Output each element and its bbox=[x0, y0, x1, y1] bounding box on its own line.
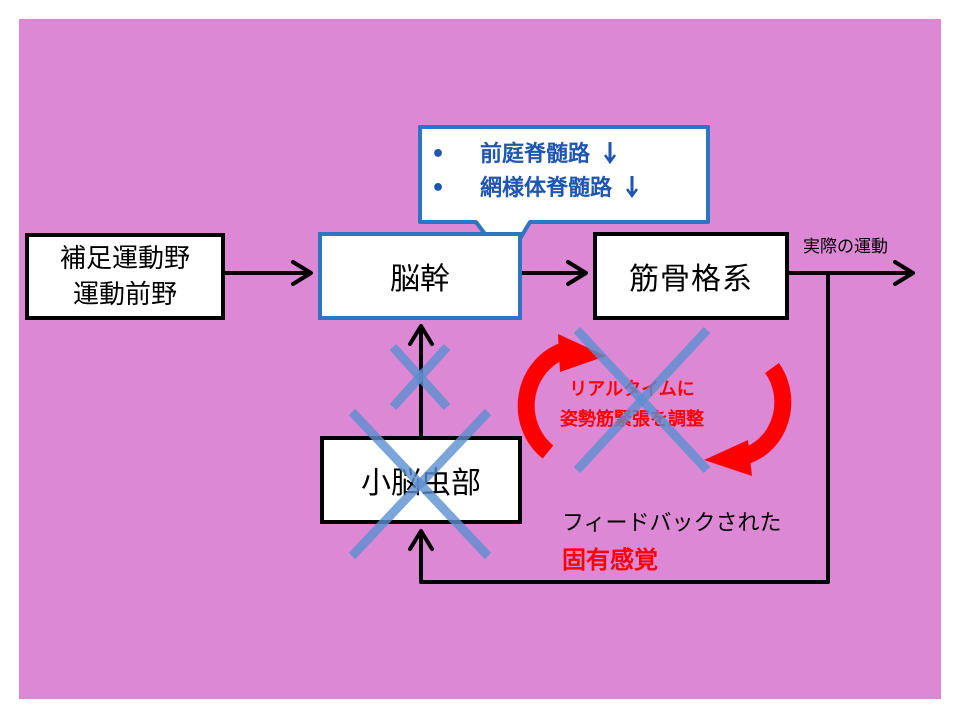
cycle-label-line2: 姿勢筋緊張を調整 bbox=[560, 409, 704, 430]
down-arrow-icon bbox=[603, 142, 616, 164]
box-brainstem-label: 脳幹 bbox=[390, 262, 450, 297]
callout-item-vestibulospinal: • 前庭脊髄路 bbox=[425, 138, 710, 172]
cycle-label-line1: リアルタイムに bbox=[569, 379, 695, 400]
cycle-arrowhead-left bbox=[558, 334, 606, 372]
box-musculo-label: 筋骨格系 bbox=[629, 262, 753, 297]
output-label: 実際の運動 bbox=[803, 237, 888, 257]
callout-item-reticulospinal: • 網様体脊髄路 bbox=[425, 172, 710, 206]
box-supplementary-motor-area: 補足運動野 運動前野 bbox=[25, 233, 225, 320]
cycle-arrow-left bbox=[517, 341, 569, 459]
box-sma-line2: 運動前野 bbox=[72, 279, 177, 310]
cycle-arrowhead-right bbox=[704, 440, 752, 476]
box-sma-line1: 補足運動野 bbox=[59, 243, 190, 274]
feedback-label: フィードバックされた 固有感覚 bbox=[562, 506, 782, 578]
box-brainstem: 脳幹 bbox=[318, 232, 522, 320]
cycle-label: リアルタイムに 姿勢筋緊張を調整 bbox=[560, 375, 704, 435]
callout-text: • 前庭脊髄路 • 網様体脊髄路 bbox=[425, 138, 710, 206]
callout-label-1: 前庭脊髄路 bbox=[480, 142, 591, 167]
down-arrow-icon bbox=[625, 176, 638, 198]
box-musculoskeletal: 筋骨格系 bbox=[593, 232, 789, 320]
feedback-label-line2: 固有感覚 bbox=[562, 546, 658, 574]
feedback-label-line1: フィードバックされた bbox=[562, 511, 782, 536]
bullet-icon: • bbox=[431, 142, 446, 167]
callout-label-2: 網様体脊髄路 bbox=[480, 176, 613, 201]
bullet-icon: • bbox=[431, 176, 446, 201]
